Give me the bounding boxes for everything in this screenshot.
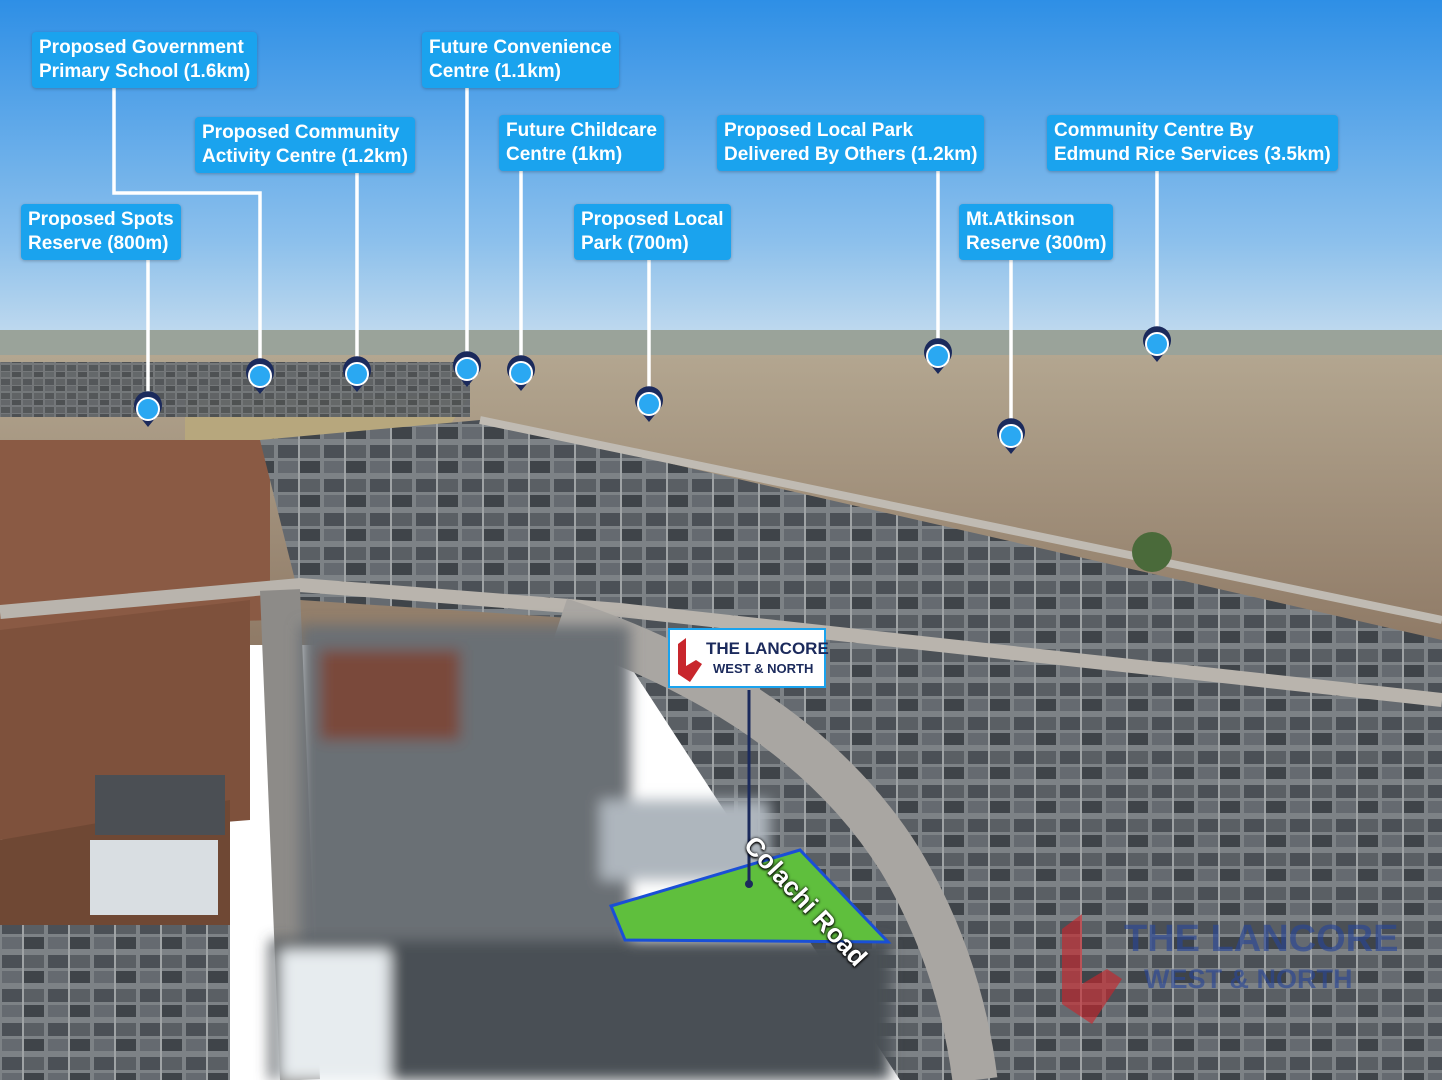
label-line: Proposed Local Park <box>724 120 914 141</box>
logo-name: THE LANCORE <box>706 639 829 658</box>
location-markers <box>134 326 1171 454</box>
site-logo-callout: THE LANCORE WEST & NORTH <box>668 628 829 688</box>
map-pin-icon <box>1143 326 1171 362</box>
map-pin-icon <box>635 386 663 422</box>
label-line: Edmund Rice Services (3.5km) <box>1054 144 1331 165</box>
label-local-park-delivered-by-others: Proposed Local Park Delivered By Others … <box>717 115 985 171</box>
label-primary-school: Proposed Government Primary School (1.6k… <box>32 32 258 88</box>
label-line: Delivered By Others (1.2km) <box>724 144 978 165</box>
label-line: Reserve (800m) <box>28 233 169 254</box>
watermark-subtitle: WEST & NORTH <box>1144 964 1353 994</box>
label-line: Community Centre By <box>1054 120 1254 141</box>
map-pin-icon <box>924 338 952 374</box>
label-community-activity-centre: Proposed Community Activity Centre (1.2k… <box>195 117 415 173</box>
label-mt-atkinson-reserve: Mt.Atkinson Reserve (300m) <box>959 204 1114 260</box>
label-line: Primary School (1.6km) <box>39 61 251 82</box>
label-edmund-rice-community-centre: Community Centre By Edmund Rice Services… <box>1047 115 1338 171</box>
label-local-park-700m: Proposed Local Park (700m) <box>574 204 731 260</box>
label-sports-reserve: Proposed Spots Reserve (800m) <box>21 204 181 260</box>
label-line: Reserve (300m) <box>966 233 1107 254</box>
logo-subtitle: WEST & NORTH <box>713 661 814 676</box>
map-pin-icon <box>134 391 162 427</box>
map-pin-icon <box>343 356 371 392</box>
label-line: Future Convenience <box>429 37 612 58</box>
label-line: Activity Centre (1.2km) <box>202 146 408 167</box>
label-line: Proposed Local <box>581 209 724 230</box>
label-line: Park (700m) <box>581 233 689 254</box>
label-childcare-centre: Future Childcare Centre (1km) <box>499 115 664 171</box>
label-convenience-centre: Future Convenience Centre (1.1km) <box>422 32 619 88</box>
lancore-logo-icon <box>1062 914 1122 1024</box>
label-line: Centre (1.1km) <box>429 61 561 82</box>
watermark-name: THE LANCORE <box>1124 918 1399 960</box>
watermark: THE LANCORE WEST & NORTH <box>1062 908 1402 1033</box>
label-line: Centre (1km) <box>506 144 623 165</box>
lancore-logo-icon <box>678 638 702 682</box>
label-line: Proposed Government <box>39 37 244 58</box>
subject-lot <box>608 848 892 944</box>
map-pin-icon <box>997 418 1025 454</box>
label-line: Proposed Spots <box>28 209 174 230</box>
label-line: Mt.Atkinson <box>966 209 1075 230</box>
map-pin-icon <box>507 355 535 391</box>
label-line: Proposed Community <box>202 122 400 143</box>
label-line: Future Childcare <box>506 120 657 141</box>
map-pin-icon <box>246 358 274 394</box>
map-pin-icon <box>453 351 481 387</box>
